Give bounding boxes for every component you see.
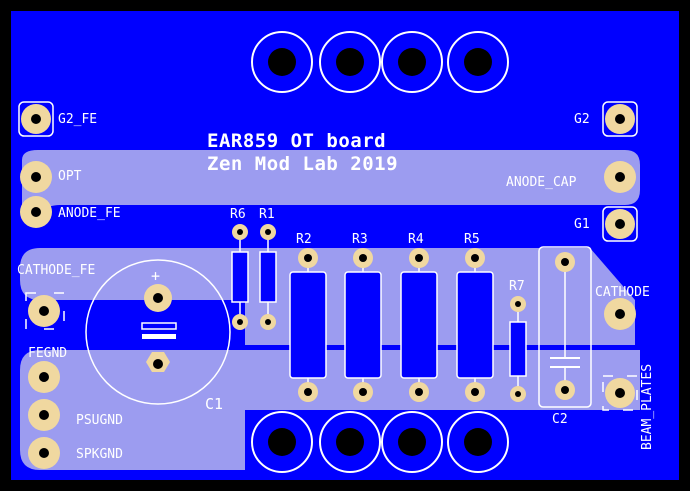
label-c1: C1: [205, 395, 223, 413]
pad-g1[interactable]: [602, 206, 638, 242]
resistor-r2[interactable]: [289, 248, 327, 402]
c1-polarity-mark: +: [151, 267, 160, 285]
trace-opt-anode-cap: [22, 150, 640, 212]
left-connectors: [18, 101, 65, 469]
c1-pad-positive[interactable]: [144, 284, 172, 312]
pad-beam-plates[interactable]: [602, 375, 638, 411]
label-anode-cap: ANODE_CAP: [506, 175, 577, 190]
board-title-line1: EAR859 OT board: [207, 130, 386, 152]
pad-anode-fe[interactable]: [20, 196, 52, 228]
resistor-r3[interactable]: [344, 248, 382, 402]
label-fegnd: FEGND: [28, 346, 67, 361]
label-opt: OPT: [58, 169, 82, 184]
label-cathode: CATHODE: [595, 285, 650, 300]
label-cathode-fe: CATHODE_FE: [17, 263, 95, 278]
label-r1: R1: [259, 207, 275, 222]
bottom-terminals: [251, 411, 509, 473]
capacitor-c1[interactable]: [85, 259, 231, 405]
label-r5: R5: [464, 232, 480, 247]
terminal-pad[interactable]: [381, 31, 443, 93]
resistor-r4[interactable]: [400, 248, 438, 402]
label-r3: R3: [352, 232, 368, 247]
pad-psugnd[interactable]: [28, 399, 60, 431]
resistor-r6[interactable]: [231, 224, 249, 330]
c1-pad-negative[interactable]: [146, 352, 170, 372]
label-r4: R4: [408, 232, 424, 247]
terminal-pad[interactable]: [319, 31, 381, 93]
terminal-pad[interactable]: [251, 31, 313, 93]
label-beam-plates: BEAM_PLATES: [640, 364, 655, 450]
label-g2: G2: [574, 112, 590, 127]
resistor-r5[interactable]: [456, 248, 494, 402]
pad-cathode-fe[interactable]: [25, 292, 65, 330]
label-r6: R6: [230, 207, 246, 222]
right-connectors: [602, 101, 638, 411]
terminal-pad[interactable]: [251, 411, 313, 473]
pad-fegnd[interactable]: [28, 361, 60, 393]
label-c2: C2: [552, 412, 568, 427]
label-spkgnd: SPKGND: [76, 447, 123, 462]
label-g1: G1: [574, 217, 590, 232]
pad-anode-cap[interactable]: [604, 161, 636, 193]
board-title-line2: Zen Mod Lab 2019: [207, 153, 398, 175]
resistor-r7[interactable]: [509, 296, 527, 402]
pad-g2-fe[interactable]: [18, 101, 54, 137]
label-r2: R2: [296, 232, 312, 247]
resistor-r1[interactable]: [259, 224, 277, 330]
pad-opt[interactable]: [20, 161, 52, 193]
trace-ground: [20, 350, 640, 470]
label-g2-fe: G2_FE: [58, 112, 97, 127]
pad-cathode[interactable]: [604, 298, 636, 330]
label-r7: R7: [509, 279, 525, 294]
label-anode-fe: ANODE_FE: [58, 206, 121, 221]
pad-spkgnd[interactable]: [28, 437, 60, 469]
terminal-pad[interactable]: [319, 411, 381, 473]
terminal-pad[interactable]: [447, 31, 509, 93]
capacitor-c2[interactable]: [538, 246, 592, 408]
pad-g2[interactable]: [602, 101, 638, 137]
top-terminals: [251, 31, 509, 93]
terminal-pad[interactable]: [447, 411, 509, 473]
terminal-pad[interactable]: [381, 411, 443, 473]
label-psugnd: PSUGND: [76, 413, 123, 428]
